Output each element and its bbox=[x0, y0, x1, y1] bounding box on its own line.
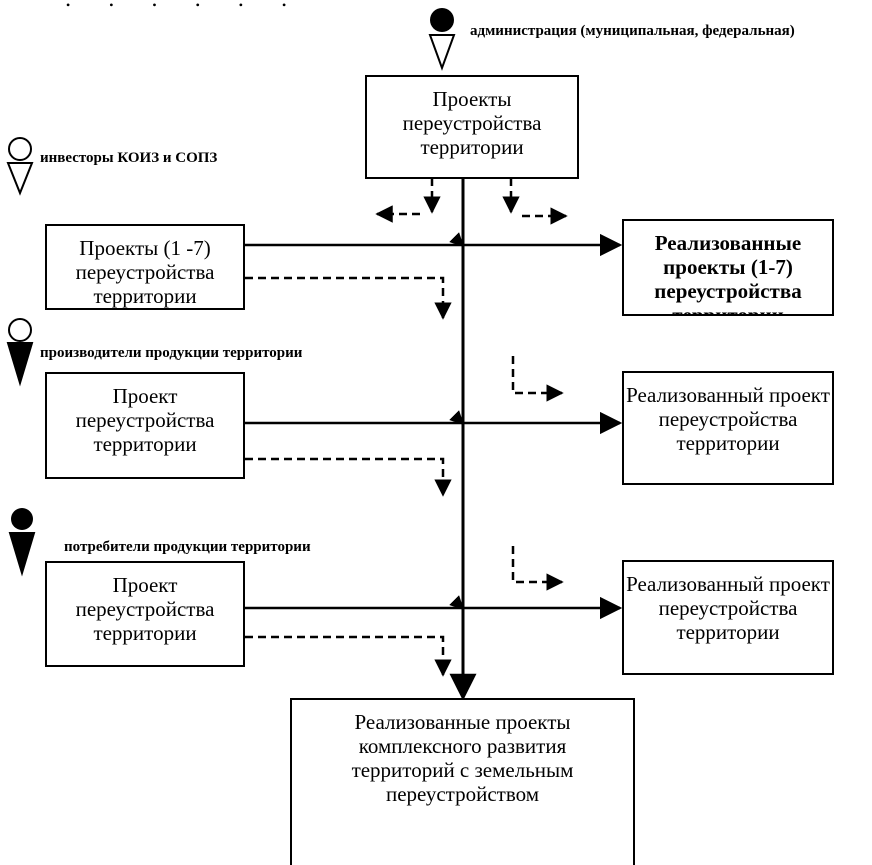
dashed-arrow-right3 bbox=[511, 546, 564, 591]
legend-investors: инвесторы КОИЗ и СОПЗ bbox=[40, 150, 218, 166]
box-bottom-label: Реализованные проекты комплексного разви… bbox=[351, 710, 574, 806]
header-fragment: • • • • • • bbox=[66, 0, 305, 12]
spine-arrow-2 bbox=[449, 410, 464, 425]
box-left2-label: Проект переустройства территории bbox=[75, 384, 215, 456]
box-left-project-3: Проект переустройства территории bbox=[45, 561, 245, 667]
dashed-arrow-left2 bbox=[245, 457, 452, 497]
box-right3-label: Реализованный проект переустройства терр… bbox=[626, 572, 830, 644]
spine-arrow-3 bbox=[449, 595, 464, 610]
investor-figure-icon bbox=[6, 137, 34, 196]
box-right-realized-1-7: Реализованные проекты (1-7) переустройст… bbox=[622, 219, 834, 316]
legend-consumers: потребители продукции территории bbox=[64, 539, 311, 555]
box-right-realized-2: Реализованный проект переустройства терр… bbox=[622, 371, 834, 485]
box-left-project-2: Проект переустройства территории bbox=[45, 372, 245, 479]
consumer-figure-icon bbox=[8, 508, 36, 577]
producer-figure-icon bbox=[6, 318, 34, 387]
box-bottom-realized-complex: Реализованные проекты комплексного разви… bbox=[290, 698, 635, 865]
box-top-projects: Проекты переустройства территории bbox=[365, 75, 579, 179]
box-right-realized-3: Реализованный проект переустройства терр… bbox=[622, 560, 834, 675]
box-left1-label: Проекты (1 -7) переустройства территории bbox=[75, 236, 215, 308]
box-left-projects-1-7: Проекты (1 -7) переустройства территории bbox=[45, 224, 245, 310]
dashed-arrow-right2 bbox=[511, 356, 564, 402]
spine-arrow-1 bbox=[449, 232, 464, 247]
box-right2-label: Реализованный проект переустройства терр… bbox=[626, 383, 830, 455]
legend-producers: производители продукции территории bbox=[40, 345, 303, 361]
dashed-arrow-left1 bbox=[245, 276, 452, 320]
box-left3-label: Проект переустройства территории bbox=[75, 573, 215, 645]
box-top-label: Проекты переустройства территории bbox=[402, 87, 542, 159]
box-right1-label: Реализованные проекты (1-7) переустройст… bbox=[654, 231, 802, 316]
administration-figure-icon bbox=[428, 8, 456, 71]
legend-administration: администрация (муниципальная, федеральна… bbox=[470, 23, 795, 39]
dashed-arrow-left3 bbox=[245, 635, 452, 677]
